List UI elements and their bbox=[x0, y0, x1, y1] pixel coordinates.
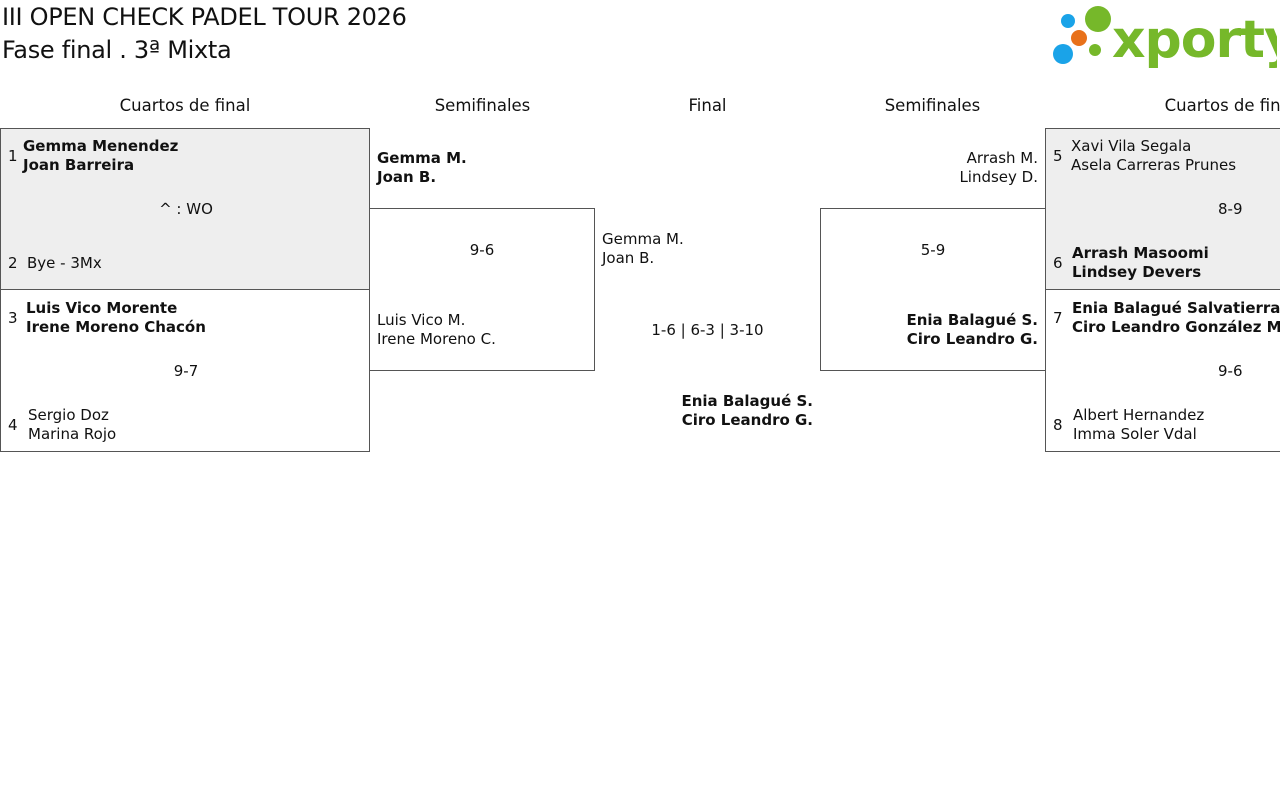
right-qf-region: 5 Xavi Vila Segala Asela Carreras Prunes… bbox=[1045, 128, 1280, 458]
final-team-top[interactable]: Gemma M. Joan B. bbox=[602, 230, 684, 268]
player-name: Luis Vico Morente bbox=[26, 299, 178, 317]
logo-wordmark: xporty bbox=[1112, 10, 1277, 68]
final-team-bottom[interactable]: Enia Balagué S. Ciro Leandro G. bbox=[620, 392, 813, 430]
right-sf-match[interactable]: 5-9 Enia Balagué S. Ciro Leandro G. bbox=[820, 208, 1046, 371]
player-name: Arrash Masoomi bbox=[1072, 244, 1209, 262]
player-name: Ciro Leandro G. bbox=[906, 330, 1038, 348]
left-sf-team-bottom[interactable]: Luis Vico M. Irene Moreno C. bbox=[377, 311, 496, 349]
team-entry[interactable]: Gemma Menendez Joan Barreira bbox=[23, 137, 178, 175]
player-name: Lindsey Devers bbox=[1072, 263, 1202, 281]
player-name: Joan B. bbox=[602, 249, 655, 267]
round-heading-final: Final bbox=[688, 96, 727, 115]
team-entry[interactable]: Arrash Masoomi Lindsey Devers bbox=[1072, 244, 1209, 282]
left-qf-match-1[interactable]: 1 Gemma Menendez Joan Barreira ^ : WO 2 … bbox=[0, 128, 370, 290]
page-title: III OPEN CHECK PADEL TOUR 2026 bbox=[2, 3, 407, 31]
player-name: Joan B. bbox=[377, 168, 437, 186]
match-score: ^ : WO bbox=[159, 200, 213, 218]
team-entry[interactable]: Bye - 3Mx bbox=[27, 254, 102, 273]
round-heading-left-qf: Cuartos de final bbox=[119, 96, 251, 115]
match-score: 8-9 bbox=[1218, 200, 1243, 218]
seed-number: 4 bbox=[8, 416, 18, 434]
match-score: 9-6 bbox=[1218, 362, 1243, 380]
logo-dot-orange bbox=[1071, 30, 1087, 46]
player-name: Gemma M. bbox=[377, 149, 467, 167]
player-name: Arrash M. bbox=[966, 149, 1038, 167]
player-name: Enia Balagué S. bbox=[906, 311, 1038, 329]
team-entry[interactable]: Sergio Doz Marina Rojo bbox=[28, 406, 116, 444]
player-name: Imma Soler Vdal bbox=[1073, 425, 1197, 443]
player-name: Bye - 3Mx bbox=[27, 254, 102, 272]
player-name: Enia Balagué S. bbox=[681, 392, 813, 410]
match-score: 9-6 bbox=[469, 241, 495, 259]
left-qf-match-2[interactable]: 3 Luis Vico Morente Irene Moreno Chacón … bbox=[0, 289, 370, 452]
player-name: Gemma M. bbox=[602, 230, 684, 248]
player-name: Ciro Leandro González Maldonado bbox=[1072, 318, 1280, 336]
left-sf-team-top[interactable]: Gemma M. Joan B. bbox=[377, 149, 467, 187]
player-name: Gemma Menendez bbox=[23, 137, 179, 155]
player-name: Lindsey D. bbox=[959, 168, 1038, 186]
round-heading-right-qf: Cuartos de final bbox=[1164, 96, 1280, 115]
player-name: Enia Balagué Salvatierra bbox=[1072, 299, 1280, 317]
player-name: Asela Carreras Prunes bbox=[1071, 156, 1237, 174]
logo-dot-blue bbox=[1061, 14, 1075, 28]
logo-dot-green-small bbox=[1089, 44, 1101, 56]
seed-number: 3 bbox=[8, 309, 18, 327]
right-qf-match-2[interactable]: 7 Enia Balagué Salvatierra Ciro Leandro … bbox=[1045, 289, 1280, 452]
match-score: 9-7 bbox=[173, 362, 199, 380]
team-entry[interactable]: Albert Hernandez Imma Soler Vdal bbox=[1073, 406, 1204, 444]
team-entry[interactable]: Enia Balagué Salvatierra Ciro Leandro Go… bbox=[1072, 299, 1280, 337]
logo-dot-green-large bbox=[1085, 6, 1111, 32]
seed-number: 1 bbox=[8, 147, 18, 165]
seed-number: 8 bbox=[1053, 416, 1063, 434]
team-entry[interactable]: Xavi Vila Segala Asela Carreras Prunes bbox=[1071, 137, 1236, 175]
player-name: Xavi Vila Segala bbox=[1071, 137, 1192, 155]
round-heading-right-sf: Semifinales bbox=[884, 96, 981, 115]
player-name: Joan Barreira bbox=[23, 156, 135, 174]
xporty-logo: xporty bbox=[1053, 6, 1277, 68]
seed-number: 2 bbox=[8, 254, 18, 272]
player-name: Luis Vico M. bbox=[377, 311, 466, 329]
match-score: 5-9 bbox=[920, 241, 946, 259]
round-heading-left-sf: Semifinales bbox=[434, 96, 531, 115]
player-name: Irene Moreno C. bbox=[377, 330, 496, 348]
seed-number: 7 bbox=[1053, 309, 1063, 327]
player-name: Sergio Doz bbox=[28, 406, 109, 424]
page-subtitle: Fase final . 3ª Mixta bbox=[2, 36, 232, 64]
seed-number: 5 bbox=[1053, 147, 1063, 165]
team-entry[interactable]: Luis Vico Morente Irene Moreno Chacón bbox=[26, 299, 206, 337]
player-name: Ciro Leandro G. bbox=[681, 411, 813, 429]
right-qf-match-1[interactable]: 5 Xavi Vila Segala Asela Carreras Prunes… bbox=[1045, 128, 1280, 290]
left-sf-match[interactable]: 9-6 Luis Vico M. Irene Moreno C. bbox=[369, 208, 595, 371]
player-name: Albert Hernandez bbox=[1073, 406, 1205, 424]
right-sf-team-top[interactable]: Arrash M. Lindsey D. bbox=[820, 149, 1038, 187]
final-score: 1-6 | 6-3 | 3-10 bbox=[651, 321, 764, 339]
player-name: Irene Moreno Chacón bbox=[26, 318, 206, 336]
player-name: Marina Rojo bbox=[28, 425, 117, 443]
right-sf-team-bottom[interactable]: Enia Balagué S. Ciro Leandro G. bbox=[821, 311, 1038, 349]
logo-dot-blue-large bbox=[1053, 44, 1073, 64]
seed-number: 6 bbox=[1053, 254, 1063, 272]
